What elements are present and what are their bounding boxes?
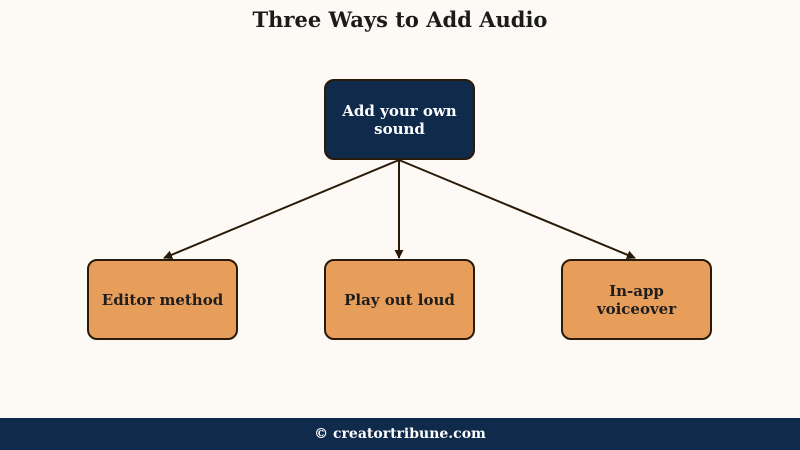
node-play-out-loud: Play out loud: [324, 259, 475, 340]
footer-bar: © creatortribune.com: [0, 418, 800, 450]
node-label: In-app voiceover: [596, 281, 677, 318]
diagram-title: Three Ways to Add Audio: [252, 7, 548, 32]
footer-credit: © creatortribune.com: [314, 426, 486, 442]
node-in-app-voiceover: In-app voiceover: [561, 259, 712, 340]
node-label: Play out loud: [344, 290, 455, 309]
edge-root-to-editor-method: [163, 159, 400, 260]
node-label: Editor method: [101, 290, 224, 309]
node-editor-method: Editor method: [87, 259, 238, 340]
node-add-your-own-sound: Add your own sound: [324, 79, 475, 160]
edge-root-to-in-app-voiceover: [398, 159, 636, 260]
node-label: Add your own sound: [342, 101, 457, 138]
